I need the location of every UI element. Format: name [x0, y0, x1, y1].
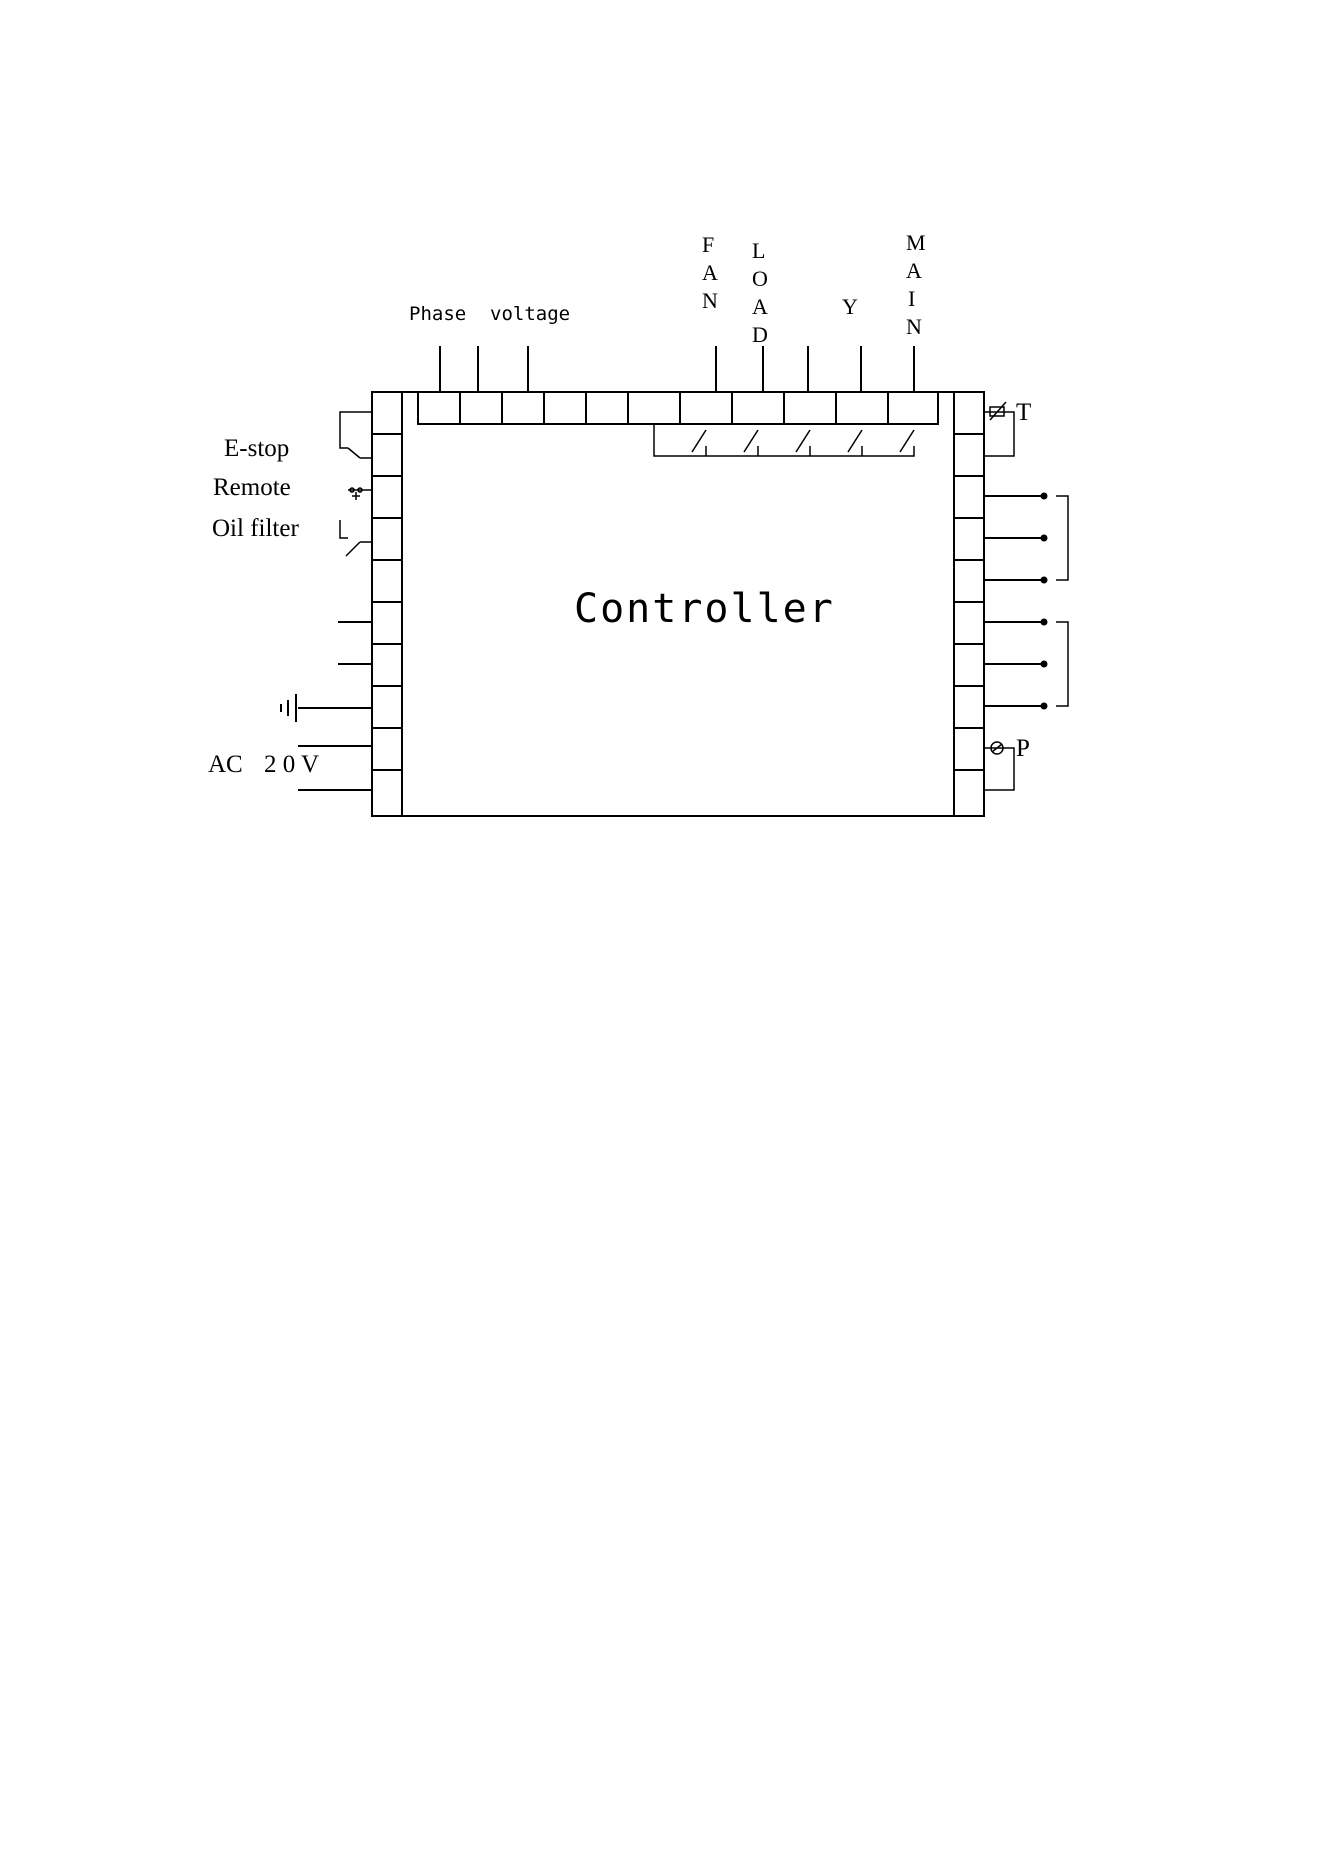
p-label: P: [1016, 735, 1030, 762]
right-contact-group-lower: [984, 619, 1068, 710]
top-terminal-strip: [418, 392, 938, 424]
svg-text:L: L: [752, 238, 765, 263]
load-label: L O A D: [752, 238, 768, 347]
svg-text:A: A: [906, 258, 922, 283]
oil-filter-label: Oil filter: [212, 515, 299, 542]
phase-label: Phase: [409, 303, 466, 325]
pressure-sensor-icon: [984, 742, 1014, 790]
svg-text:I: I: [908, 286, 915, 311]
remote-label: Remote: [213, 474, 291, 501]
fan-label: F A N: [702, 232, 718, 313]
right-terminal-strip: [954, 392, 984, 816]
thermistor-icon: [984, 402, 1014, 456]
svg-text:F: F: [702, 232, 714, 257]
voltage-label: voltage: [490, 303, 570, 325]
estop-label: E-stop: [224, 435, 289, 462]
svg-text:D: D: [752, 322, 768, 347]
svg-text:A: A: [752, 294, 768, 319]
ac-voltage-label: 2 0 V: [264, 751, 319, 778]
svg-text:N: N: [906, 314, 922, 339]
left-terminal-strip: [372, 392, 402, 816]
left-input-wiring: [340, 412, 372, 556]
right-contact-group-upper: [984, 493, 1068, 584]
t-label: T: [1016, 399, 1031, 426]
ac-label: AC: [208, 751, 243, 778]
svg-text:A: A: [702, 260, 718, 285]
controller-label: Controller: [574, 586, 835, 632]
svg-text:O: O: [752, 266, 768, 291]
y-label: Y: [842, 294, 858, 319]
main-label: M A I N: [906, 230, 926, 339]
top-leads: [440, 346, 914, 392]
relay-contacts: [654, 424, 914, 456]
svg-text:M: M: [906, 230, 926, 255]
ground-icon: [281, 694, 372, 722]
svg-text:N: N: [702, 288, 718, 313]
